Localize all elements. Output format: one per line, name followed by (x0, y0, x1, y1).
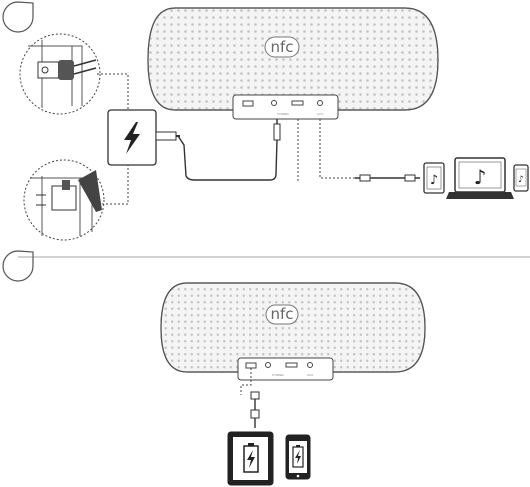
nfc-logo-text: nfc (270, 305, 293, 323)
step-2-section: nfc POWER AUX (3, 251, 430, 485)
port-label-aux: AUX (307, 373, 313, 377)
wall-socket-top (20, 34, 100, 114)
laptop-device: ♪ (446, 158, 514, 199)
phone-charging (286, 435, 310, 479)
power-cable (178, 136, 277, 180)
music-note-icon: ♪ (430, 173, 438, 188)
nfc-logo-text: nfc (270, 38, 293, 56)
music-note-icon: ♪ (474, 165, 487, 189)
port-panel (238, 358, 333, 380)
step-2-badge (3, 251, 33, 281)
tablet-charging (228, 432, 273, 485)
step-1-section: nfc POWER AUX ♪ (3, 0, 528, 240)
wall-socket-bottom (24, 160, 104, 240)
power-adapter (108, 110, 180, 165)
step-1-badge (3, 2, 33, 32)
speaker-bottom: nfc POWER AUX (155, 278, 430, 380)
phone-device: ♪ (514, 165, 528, 191)
music-note-icon: ♪ (518, 175, 524, 185)
port-label-power: POWER (272, 373, 284, 377)
speaker-top: nfc POWER AUX (140, 0, 440, 119)
port-label-aux: AUX (317, 112, 323, 116)
battery-charging-icon (244, 443, 258, 472)
aux-cable (355, 175, 420, 181)
usb-cable (251, 392, 259, 428)
tablet-device: ♪ (424, 163, 444, 193)
battery-charging-icon (293, 445, 303, 467)
port-label-power: POWER (277, 112, 289, 116)
